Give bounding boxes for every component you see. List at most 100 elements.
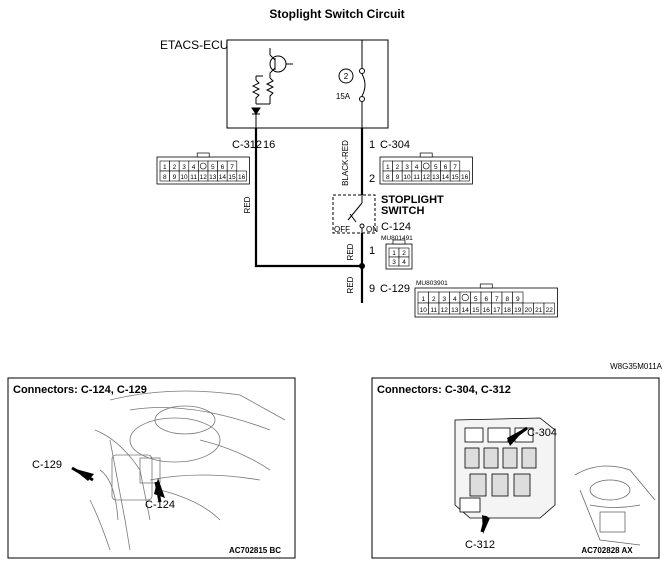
right-panel-title: Connectors: C-304, C-312	[377, 384, 511, 396]
connector-pin-label: 13	[432, 174, 440, 181]
connector-pin-label: 14	[462, 307, 470, 314]
connector-pin-label: 14	[219, 174, 227, 181]
connector-pin-label: 4	[415, 164, 419, 171]
c312-pin: 16	[263, 139, 275, 151]
connector-pin-label: 8	[505, 296, 509, 303]
arrow-c124-shaft	[154, 481, 162, 503]
connector-pin-label: 3	[405, 164, 409, 171]
connector-pin-label: 12	[441, 307, 449, 314]
connector-pin-label: 1	[163, 164, 167, 171]
connector-cell	[236, 170, 247, 182]
connector-pin-label: 19	[514, 307, 522, 314]
splice-point	[359, 263, 365, 269]
connector-pin-label: 2	[173, 164, 177, 171]
connector-pin-label: 5	[474, 296, 478, 303]
connector-lock-icon	[199, 162, 207, 170]
connector-pin-label: 4	[402, 259, 406, 266]
connector-pin-label: 16	[483, 307, 491, 314]
c304-pin: 1	[369, 139, 375, 151]
wire-color-red-mid: RED	[346, 243, 355, 260]
connector-pin-label: 11	[430, 307, 437, 314]
connector-cell	[459, 291, 471, 304]
connector-pin-label: 3	[392, 259, 396, 266]
wire-color-red-left: RED	[243, 196, 252, 213]
connector-cell	[421, 160, 432, 172]
connector-pin-label: 1	[421, 296, 425, 303]
connector-pin-label: 5	[434, 164, 438, 171]
connector-pin-label: 18	[504, 307, 512, 314]
connector-pin-label: 12	[200, 174, 208, 181]
connector-pin-label: 10	[403, 174, 411, 181]
stoplight-switch-box	[332, 194, 376, 234]
arrow-c312-shaft	[480, 515, 488, 533]
connector-key	[392, 239, 406, 245]
left-panel-label-a: C-129	[32, 459, 62, 471]
connector-pin-label: 4	[192, 164, 196, 171]
c124-part: MU801491	[381, 235, 413, 242]
right-panel-label-a: C-304	[527, 427, 557, 439]
connector-key	[196, 152, 210, 158]
switch-name-line1: STOPLIGHT	[381, 194, 444, 206]
c312-id: C-312	[232, 139, 262, 151]
left-panel-label-b: C-124	[145, 499, 175, 511]
ecu-label: ETACS-ECU	[160, 38, 228, 52]
connector-pin-label: 9	[396, 174, 400, 181]
switch-name-line2: SWITCH	[381, 205, 424, 217]
connector-pin-label: 8	[386, 174, 390, 181]
switch-contact	[347, 195, 365, 233]
connector-lock-icon	[422, 162, 430, 170]
connector-key	[419, 152, 433, 158]
arrow-c129-shaft	[71, 466, 94, 482]
ecu-internal-circuit	[251, 48, 293, 128]
connector-pin-label: 11	[190, 174, 197, 181]
connector-pin-label: 8	[163, 174, 167, 181]
connector-key	[479, 283, 493, 289]
connector-pin-label: 22	[546, 307, 554, 314]
switch-pin-above: 2	[369, 173, 375, 185]
c129-pin: 9	[369, 283, 375, 295]
switch-off-label: OFF	[334, 225, 350, 234]
connector-cell	[198, 160, 209, 172]
connector-pin-label: 3	[442, 296, 446, 303]
connector-pin-label: 14	[442, 174, 450, 181]
ecu-module-illustration	[454, 417, 556, 519]
connector-pin-label: 21	[535, 307, 543, 314]
connector-cell	[398, 256, 410, 267]
connector-pin-label: 12	[423, 174, 431, 181]
connector-lock-icon	[461, 293, 469, 302]
connector-pin-label: 1	[386, 164, 390, 171]
fuse	[338, 40, 366, 128]
connector-cell	[543, 302, 555, 315]
arrow-c304-shaft	[507, 426, 528, 444]
connector-pin-label: 9	[516, 296, 520, 303]
c304-id: C-304	[380, 139, 410, 151]
ecu-box	[226, 39, 389, 129]
connector-pin-label: 2	[396, 164, 400, 171]
connector-pin-label: 7	[453, 164, 457, 171]
connector-pin-label: 11	[413, 174, 420, 181]
c129-part: MU803901	[416, 280, 448, 287]
wire-color-red-low: RED	[346, 276, 355, 293]
left-panel-title: Connectors: C-124, C-129	[13, 384, 147, 396]
connector-pin-label: 2	[402, 250, 406, 257]
connector-pin-label: 16	[238, 174, 246, 181]
vehicle-illustration	[574, 465, 656, 546]
connector-pin-label: 7	[230, 164, 234, 171]
connector-pin-label: 17	[493, 307, 501, 314]
connector-pin-label: 13	[209, 174, 217, 181]
diagram-code: W8G35M011A	[610, 362, 663, 371]
connector-pin-label: 16	[461, 174, 469, 181]
dashboard-illustration	[89, 390, 286, 551]
connector-cell	[459, 170, 470, 182]
connector-pin-label: 9	[173, 174, 177, 181]
connector-pin-label: 6	[484, 296, 488, 303]
connector-pin-label: 6	[444, 164, 448, 171]
c124-pin: 1	[369, 245, 375, 257]
fuse-rating: 15A	[336, 92, 351, 101]
connector-pin-label: 15	[228, 174, 236, 181]
